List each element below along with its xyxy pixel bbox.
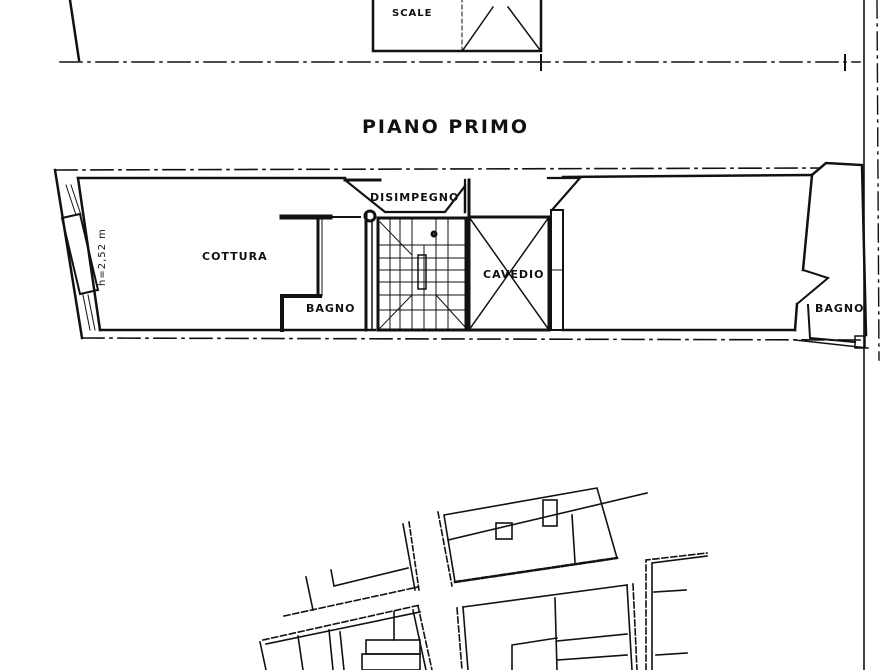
upper-floor-fragment (59, 0, 861, 71)
label-vano-scale: SCALE (392, 8, 433, 19)
room-label-disimpegno: DISIMPEGNO (370, 191, 460, 204)
room-label-bagno-left: BAGNO (306, 302, 356, 315)
room-label-cottura: COTTURA (202, 250, 268, 263)
main-floor (53, 161, 869, 349)
floor-title: PIANO PRIMO (362, 116, 530, 138)
room-label-bagno-right: BAGNO (815, 302, 865, 315)
site-plan (259, 487, 708, 670)
height-annotation: h=2,52 m (97, 228, 108, 286)
room-label-cavedio: CAVEDIO (483, 268, 545, 281)
